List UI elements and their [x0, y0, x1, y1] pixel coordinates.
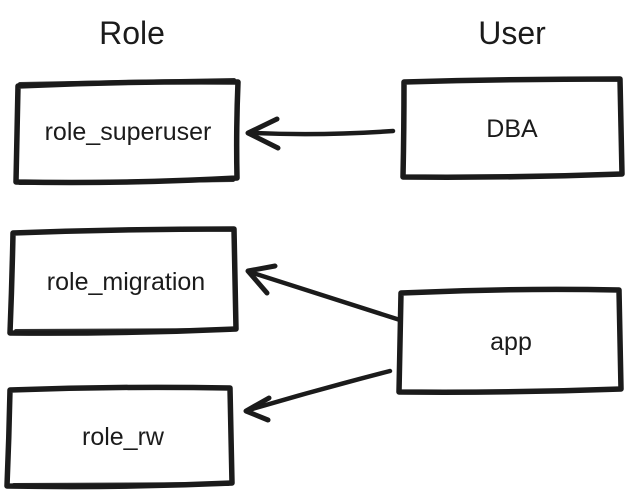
arrow-app-to-role-rw: [243, 368, 393, 423]
role-box-rw: [4, 384, 235, 490]
arrow-app-to-role-migration-head: [245, 263, 278, 296]
role-box-migration-label: role_migration: [47, 268, 205, 296]
column-heading-role: Role: [99, 15, 165, 51]
role-box-superuser-sketch-overlay: [18, 78, 236, 185]
arrow-app-to-role-rw-shaft: [249, 368, 393, 412]
arrow-app-to-role-migration: [245, 263, 403, 323]
user-box-dba: [400, 76, 625, 180]
role-box-rw-label: role_rw: [82, 423, 165, 451]
arrow-dba-to-role-superuser-head: [245, 116, 281, 151]
arrow-app-to-role-migration-shaft: [250, 270, 403, 323]
arrow-dba-to-role-superuser: [245, 116, 396, 151]
column-heading-user: User: [478, 15, 546, 51]
arrow-app-to-role-rw-head: [243, 395, 272, 423]
role-box-rw-sketch-overlay: [12, 482, 230, 487]
role-box-migration-sketch-overlay: [14, 328, 232, 333]
role-box-superuser-label: role_superuser: [45, 118, 212, 146]
arrow-dba-to-role-superuser-shaft: [250, 128, 396, 137]
role-box-migration: [7, 226, 239, 336]
user-box-app: [396, 286, 624, 395]
user-box-app-label: app: [490, 328, 532, 356]
user-box-dba-label: DBA: [486, 115, 538, 143]
